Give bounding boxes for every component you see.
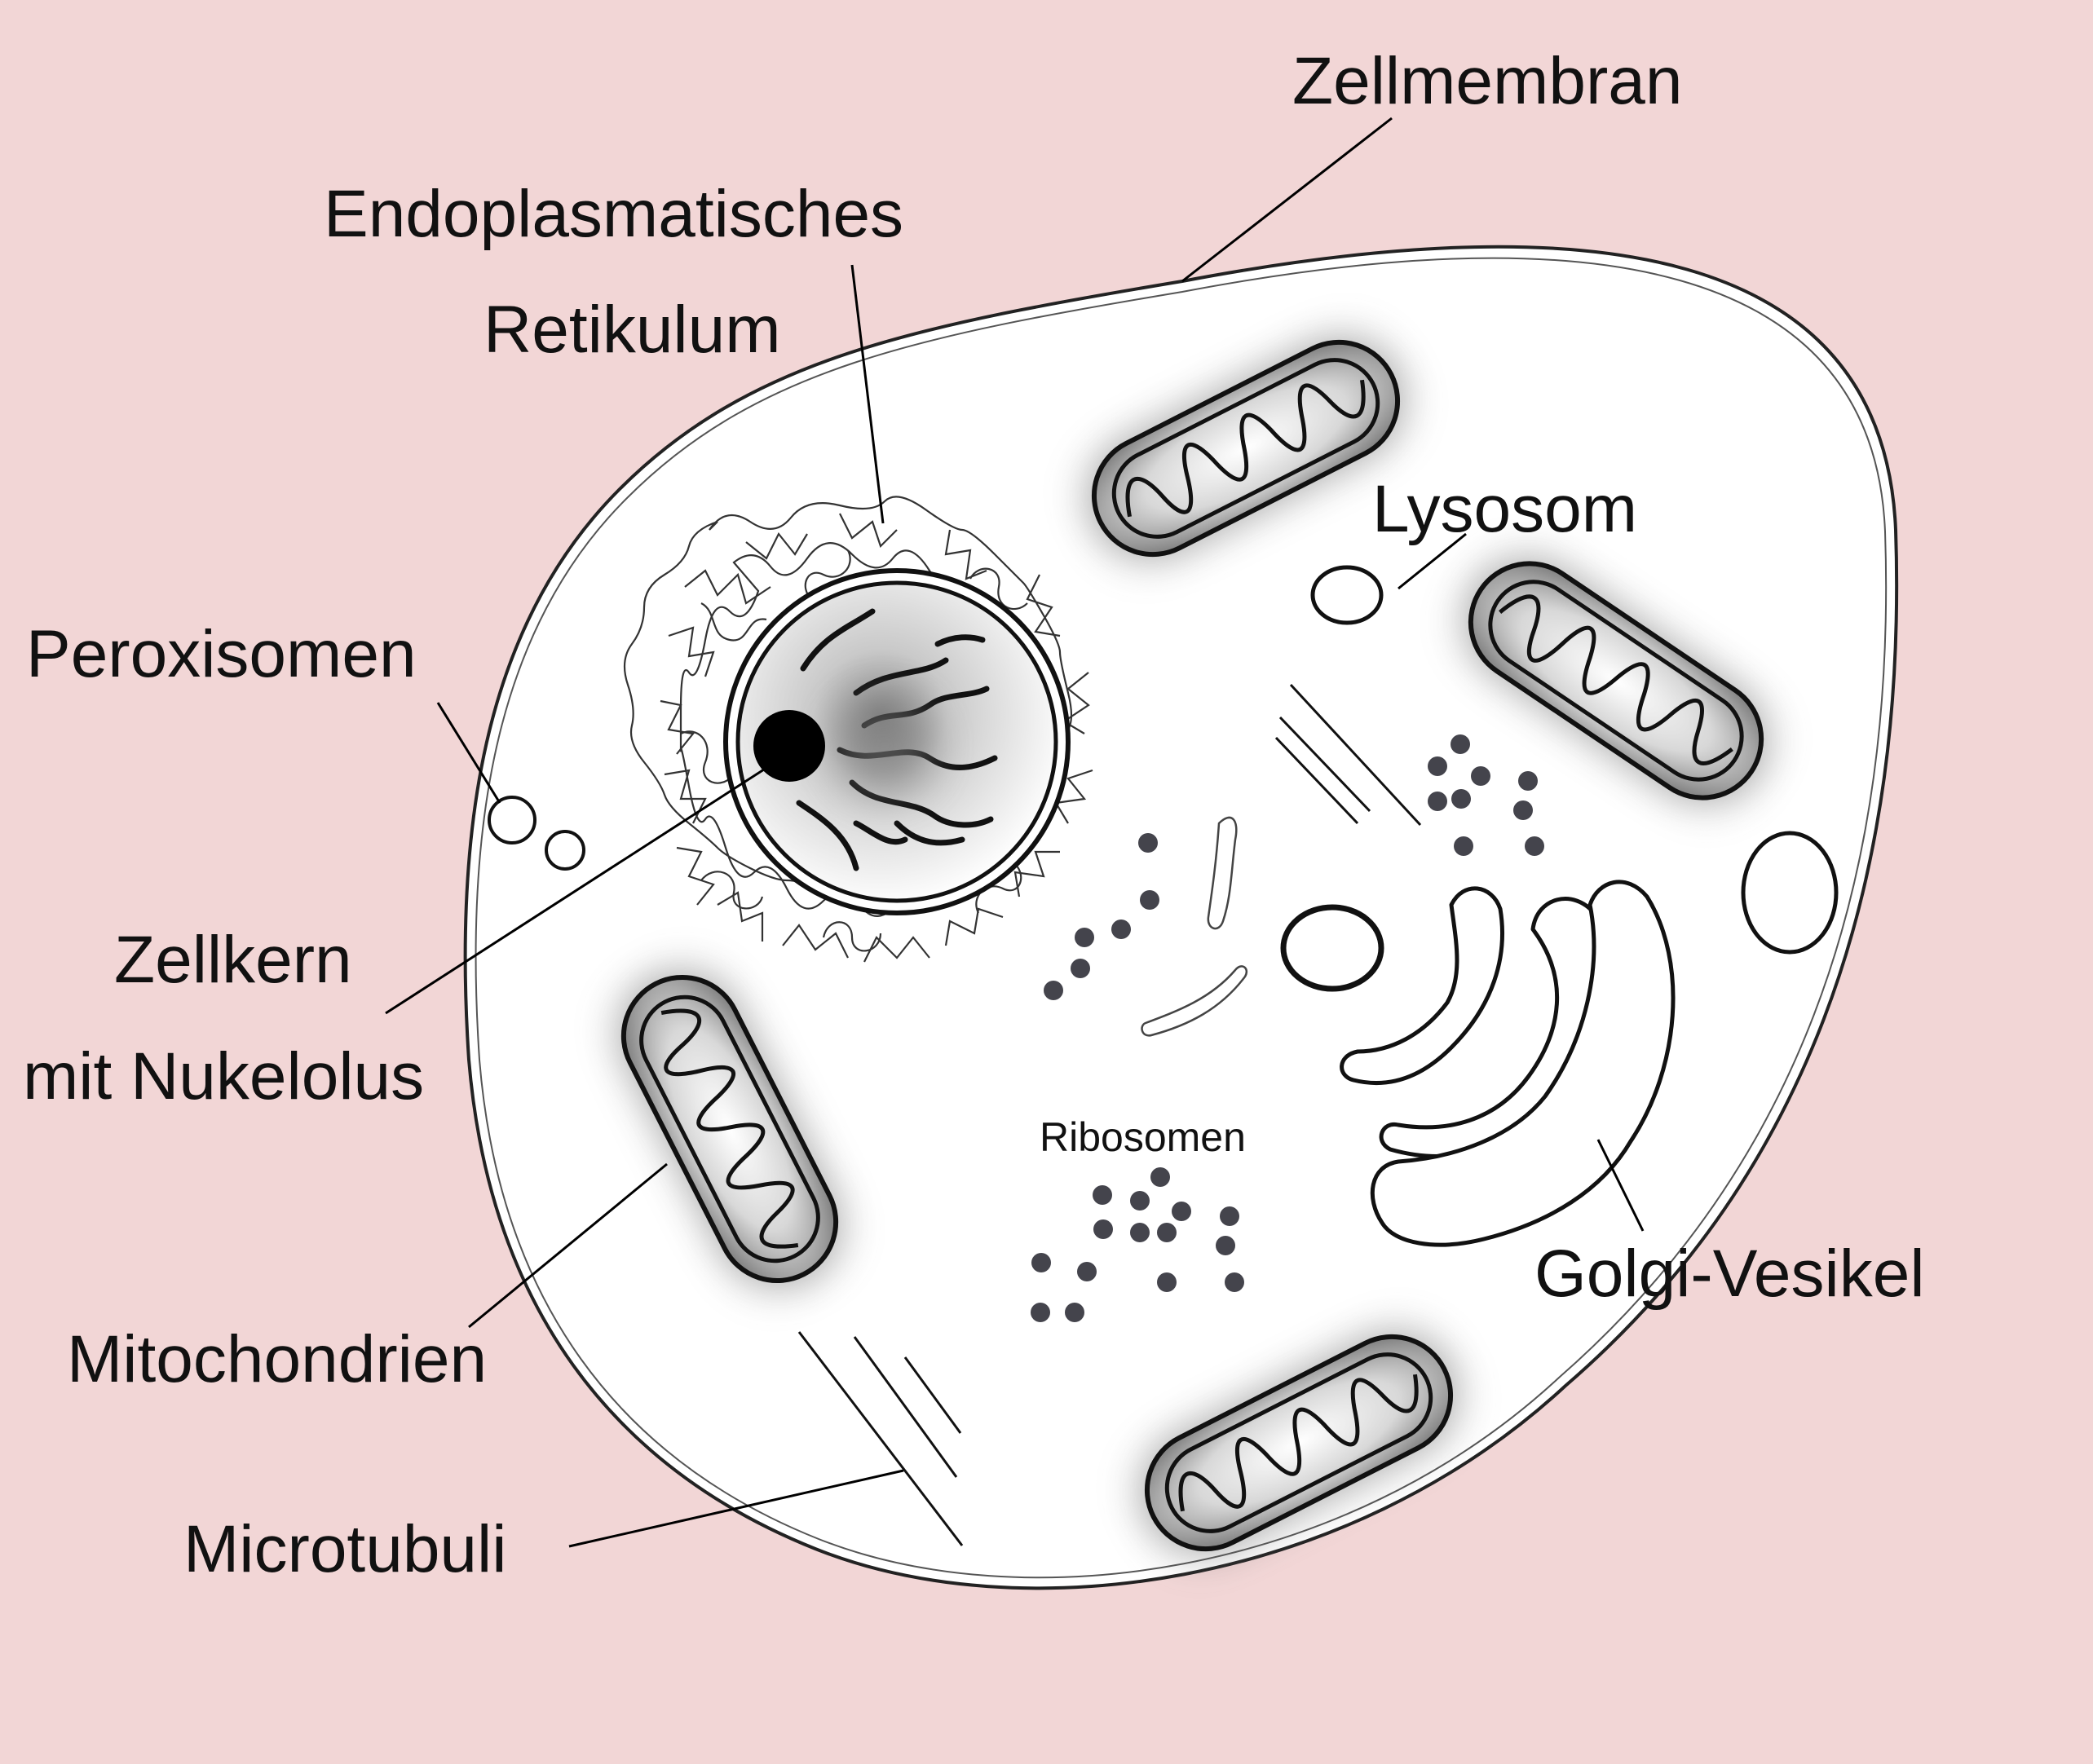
nucleus — [723, 568, 1071, 915]
label-er-line2: Retikulum — [484, 293, 781, 367]
lysosome — [1310, 565, 1384, 625]
peroxisomes — [488, 796, 585, 871]
label-microtubules: Microtubuli — [183, 1512, 506, 1586]
label-lysosome: Lysosom — [1372, 472, 1637, 546]
vesicle-center — [1280, 904, 1384, 992]
nucleolus — [753, 710, 825, 782]
label-golgi: Golgi-Vesikel — [1534, 1237, 1925, 1311]
label-nucleus-line2: mit Nukelolus — [23, 1039, 424, 1114]
label-cell-membrane: Zellmembran — [1292, 44, 1682, 118]
chromatin — [796, 608, 998, 871]
leader-lines — [385, 117, 1645, 1548]
label-ribosomes: Ribosomen — [1040, 1114, 1246, 1160]
label-nucleus-line1: Zellkern — [114, 923, 352, 997]
er-fragments — [1141, 816, 1248, 1037]
vesicle-right — [1741, 831, 1839, 955]
label-peroxisomes: Peroxisomen — [26, 617, 417, 691]
ribosomes — [1031, 734, 1544, 1322]
golgi-apparatus — [1340, 880, 1676, 1247]
label-mitochondria: Mitochondrien — [67, 1322, 487, 1396]
label-er-line1: Endoplasmatisches — [324, 177, 903, 251]
microtubules — [797, 683, 1422, 1546]
